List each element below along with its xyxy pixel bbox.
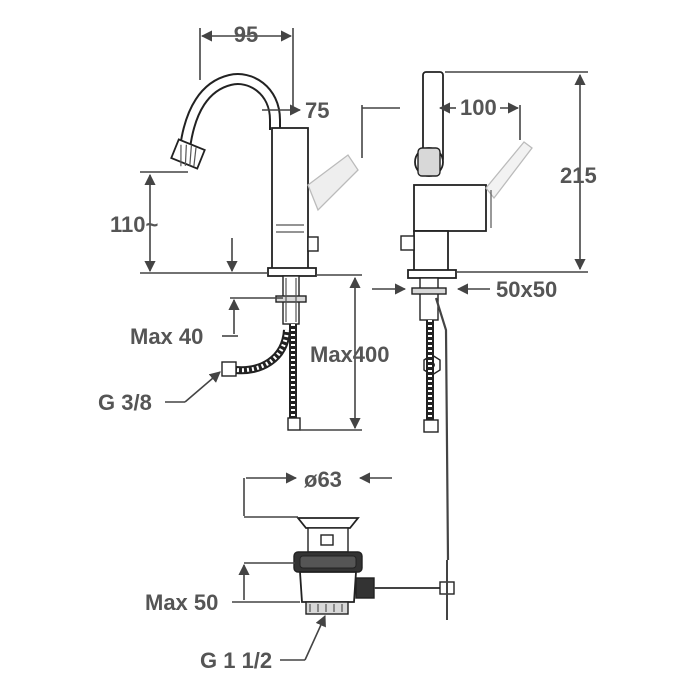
waste-rod-connector-icon: [355, 577, 375, 599]
dim-o63-label: ø63: [304, 467, 342, 492]
dim-95-label: 95: [234, 22, 258, 47]
tap-body: [271, 127, 309, 271]
dim-waste-thread: G 1 1/2: [200, 614, 326, 673]
dim-base-size: 50x50: [372, 277, 557, 302]
pop-up-knob: [307, 236, 319, 252]
dim-max400-label: Max400: [310, 342, 390, 367]
dim-75-label: 75: [305, 98, 329, 123]
dim-110-label: 110~: [110, 212, 158, 237]
waste-valve: [293, 517, 455, 620]
dim-spout-clearance: 110~: [110, 171, 268, 274]
dim-spout-extra: 75: [262, 98, 329, 123]
dim-g38-label: G 3/8: [98, 390, 152, 415]
dim-g112-label: G 1 1/2: [200, 648, 272, 673]
dim-50x50-label: 50x50: [496, 277, 557, 302]
tap-side-view: [400, 71, 533, 561]
dim-lever-reach: 100: [361, 95, 521, 158]
aerator-icon: [170, 138, 206, 170]
dim-max50-label: Max 50: [145, 590, 218, 615]
dim-hose-thread: G 3/8: [98, 371, 221, 415]
dim-spout-reach: 95: [199, 22, 294, 110]
dim-100-label: 100: [460, 95, 497, 120]
dim-max-hose: Max400: [300, 274, 390, 431]
dim-max-waste: Max 50: [145, 562, 300, 615]
dim-waste-diameter: ø63: [243, 467, 392, 518]
dim-max40-label: Max 40: [130, 324, 203, 349]
dim-215-label: 215: [560, 163, 597, 188]
dim-total-height: 215: [445, 71, 597, 273]
dim-max-deck: Max 40: [130, 297, 283, 349]
tap-front-view: [170, 73, 359, 431]
hose-connector-icon: [221, 361, 237, 377]
